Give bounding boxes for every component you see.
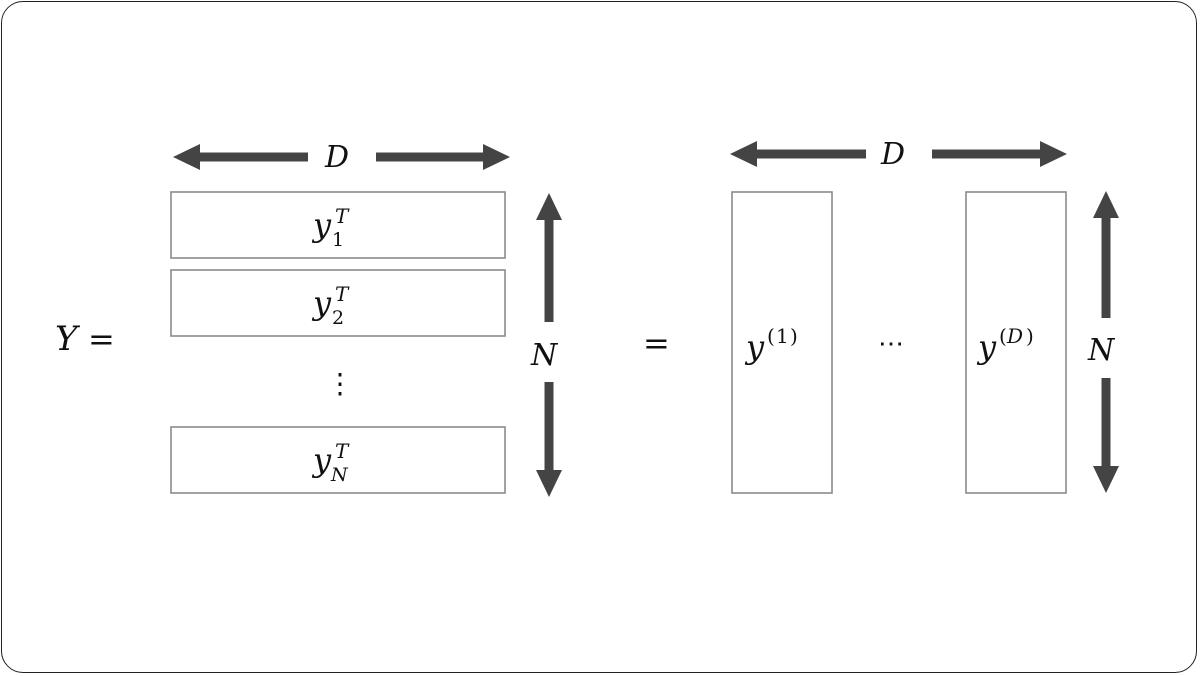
- column-label-d-sup-close: ): [1026, 324, 1034, 348]
- arrow-head-down: [536, 470, 562, 497]
- row-box-2: [170, 269, 506, 337]
- arrow-head-right: [1040, 141, 1067, 167]
- row-matrix-height-label: N: [530, 338, 559, 373]
- row-label-1-sub: 1: [332, 229, 344, 251]
- row-label-2: y T 2: [311, 282, 350, 329]
- column-box-d: [965, 191, 1067, 494]
- row-label-n-sup: T: [335, 439, 350, 463]
- arrow-head-left: [173, 144, 200, 170]
- arrow-head-left: [730, 141, 757, 167]
- row-box-1: [170, 191, 506, 259]
- row-label-2-sup: T: [335, 282, 350, 306]
- column-matrix-width-arrow: [730, 141, 1067, 167]
- column-hdots: ⋯: [878, 329, 904, 359]
- column-label-1-base: y: [744, 328, 765, 366]
- column-label-1-sup-inner: 1: [776, 324, 789, 348]
- column-box-1: [731, 191, 833, 494]
- column-label-d-sup-open: (: [999, 324, 1007, 348]
- column-label-1: y ( 1 ): [744, 324, 798, 366]
- row-matrix-width-label: D: [324, 140, 349, 175]
- arrow-head-right: [483, 144, 510, 170]
- column-label-d: y ( D ): [976, 324, 1034, 366]
- row-matrix-width-arrow: [173, 144, 510, 170]
- column-label-d-sup-inner: D: [1006, 324, 1023, 348]
- column-matrix-width-label: D: [880, 137, 905, 172]
- row-vdots: ⋮: [326, 367, 354, 400]
- column-label-1-sup-open: (: [767, 324, 775, 348]
- arrow-head-down: [1093, 466, 1119, 493]
- row-label-n-sub: N: [330, 464, 349, 486]
- column-label-1-sup-close: ): [790, 324, 798, 348]
- row-label-1: y T 1: [311, 204, 350, 251]
- row-label-1-sup: T: [335, 204, 350, 228]
- arrow-head-up: [536, 193, 562, 220]
- lhs-equals: =: [88, 320, 115, 358]
- row-box-n: [170, 426, 506, 494]
- row-label-2-base: y: [311, 284, 332, 322]
- row-matrix-height-arrow: [536, 193, 562, 497]
- row-label-n: y T N: [311, 439, 350, 486]
- row-label-1-base: y: [311, 206, 332, 244]
- row-label-n-base: y: [311, 441, 332, 479]
- arrow-head-up: [1093, 191, 1119, 218]
- lhs-symbol: Y: [55, 319, 81, 359]
- column-matrix-height-arrow: [1093, 191, 1119, 493]
- middle-equals: =: [643, 324, 670, 362]
- column-matrix-height-label: N: [1087, 333, 1116, 368]
- column-label-d-base: y: [976, 328, 997, 366]
- row-label-2-sub: 2: [332, 307, 344, 329]
